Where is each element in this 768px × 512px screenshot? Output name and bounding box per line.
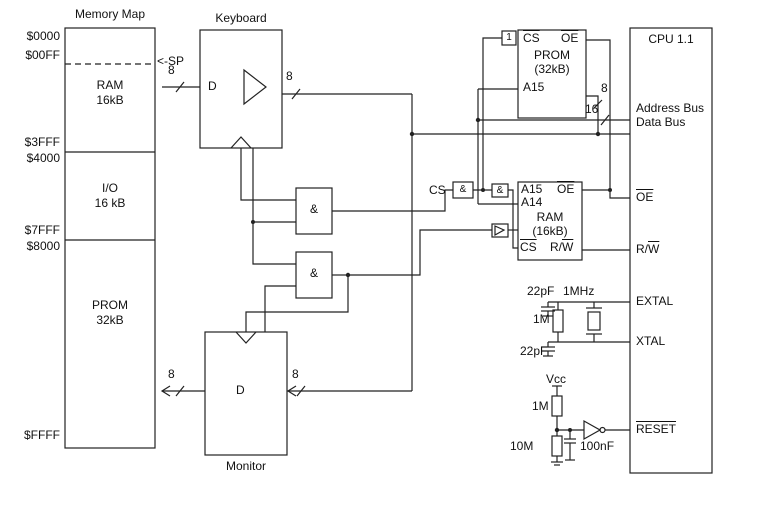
addr-ffff-label: $FFFF xyxy=(24,428,60,442)
prom-data-wire xyxy=(586,95,599,134)
prom-name: PROM xyxy=(534,48,570,62)
buffer-triangle-icon xyxy=(243,68,267,106)
prom-size: (32kB) xyxy=(534,62,570,76)
reset-cap-value: 100nF xyxy=(580,439,615,453)
prom-cs-pin: CS xyxy=(523,31,540,45)
memory-map-box xyxy=(64,27,156,449)
arrow-left-icon xyxy=(286,385,297,397)
ram-rw-pin: R/W xyxy=(550,241,573,254)
region-io-size: 16 kB xyxy=(94,196,126,210)
monitor-title: Monitor xyxy=(225,459,266,473)
ram-size: (16kB) xyxy=(532,224,568,238)
prom-data-width: 8 xyxy=(601,81,608,95)
bus-slash-icon xyxy=(175,385,185,397)
addr-3fff-label: $3FFF xyxy=(24,135,60,149)
monitor-buses xyxy=(160,94,413,397)
vcc-label: Vcc xyxy=(546,372,567,386)
cpu-rw-w: W xyxy=(648,242,660,256)
addr-7fff-label: $7FFF xyxy=(24,223,60,237)
crystal-freq-value: 1MHz xyxy=(563,284,595,298)
region-prom-size: 32kB xyxy=(96,313,124,327)
addr-4000-label: $4000 xyxy=(26,151,60,165)
bus-slash-icon xyxy=(291,88,301,100)
cs-decode-gate-label: & xyxy=(459,184,467,195)
addr-00ff-label: $00FF xyxy=(25,48,60,62)
region-ram-size: 16kB xyxy=(96,93,124,107)
gate-wiring xyxy=(240,148,492,332)
arrow-left-icon xyxy=(160,385,171,397)
ram-rw-w: W xyxy=(562,240,574,254)
oe-wire xyxy=(586,39,630,199)
bus-slash-icon xyxy=(296,385,306,397)
cpu-xtal-pin: XTAL xyxy=(636,334,666,348)
stack-pointer-label: <-SP xyxy=(157,54,185,68)
crystal-icon xyxy=(586,302,602,342)
address-bus-width: 16 xyxy=(585,102,599,116)
cpu-title: CPU 1.1 xyxy=(648,32,694,46)
chip-select-wiring xyxy=(473,37,518,249)
monitor-bus-out-width: 8 xyxy=(292,367,299,381)
cpu-rw-pin: R/W xyxy=(636,243,659,256)
monitor-latch-label: D xyxy=(236,383,245,397)
prom-a15-pin: A15 xyxy=(523,80,545,94)
region-prom-name: PROM xyxy=(92,298,128,312)
bus-slash-icon xyxy=(593,99,603,109)
buffer-gate-icon xyxy=(583,419,606,441)
and-gate-2-label: & xyxy=(309,266,318,280)
and-gate-1-label: & xyxy=(309,202,318,216)
keyboard-bus-in-width: 8 xyxy=(168,63,175,77)
monitor-box xyxy=(204,331,288,456)
keyboard-title: Keyboard xyxy=(215,11,267,25)
monitor-bus-in-width: 8 xyxy=(168,367,175,381)
ram-name: RAM xyxy=(536,210,564,224)
region-ram-name: RAM xyxy=(96,78,124,92)
cs-signal-label: CS xyxy=(429,183,446,197)
cpu-reset-pin: RESET xyxy=(636,422,677,436)
oscillator-circuit xyxy=(541,301,630,357)
keyboard-bus-out-width: 8 xyxy=(286,69,293,83)
inverter-triangle-icon xyxy=(494,225,506,237)
bus-slash-icon xyxy=(175,81,185,93)
addr-8000-label: $8000 xyxy=(26,239,60,253)
osc-resistor-value: 1M xyxy=(533,312,550,326)
keyboard-latch-label: D xyxy=(208,79,217,93)
resistor-icon xyxy=(551,435,563,457)
ram-cs-pin: CS xyxy=(520,240,537,254)
bus-slash-icon xyxy=(600,114,610,126)
clock-wedge-icon xyxy=(230,136,252,149)
prom-oe-pin: OE xyxy=(561,31,579,45)
resistor-icon xyxy=(551,395,563,417)
memory-map-title: Memory Map xyxy=(74,7,145,21)
cpu-rw-pre: R/ xyxy=(636,242,648,256)
junction-dots xyxy=(251,117,612,433)
monitor-clock-wire xyxy=(245,275,349,332)
one-gate-label: 1 xyxy=(506,32,512,43)
keyboard-buses xyxy=(162,81,412,100)
ram-a14-pin: A14 xyxy=(521,195,543,209)
capacitor-bottom-icon xyxy=(541,342,555,357)
cpu-extal-pin: EXTAL xyxy=(636,294,674,308)
cpu-bus-wiring xyxy=(412,39,630,251)
ram-a15-pin: A15 xyxy=(521,182,543,196)
reset-r-bottom-value: 10M xyxy=(510,439,534,453)
ram-and-gate-label: & xyxy=(496,185,504,196)
prom-cs-wire xyxy=(482,37,502,190)
cpu-data-bus-label: Data Bus xyxy=(636,115,686,129)
resistor-icon xyxy=(552,302,564,342)
region-io-name: I/O xyxy=(101,181,118,195)
cpu-oe-pin: OE xyxy=(636,190,654,204)
cpu-address-bus-label: Address Bus xyxy=(636,101,705,115)
reset-r-top-value: 1M xyxy=(532,399,549,413)
addr-0000-label: $0000 xyxy=(26,29,60,43)
reset-circuit xyxy=(551,385,630,466)
cap-bottom-value: 22pF xyxy=(520,344,548,358)
ram-oe-pin: OE xyxy=(557,182,575,196)
clock-wedge-icon xyxy=(235,331,257,344)
cap-top-value: 22pF xyxy=(527,284,555,298)
capacitor-icon xyxy=(564,430,576,461)
ram-rw-pre: R/ xyxy=(550,240,562,254)
